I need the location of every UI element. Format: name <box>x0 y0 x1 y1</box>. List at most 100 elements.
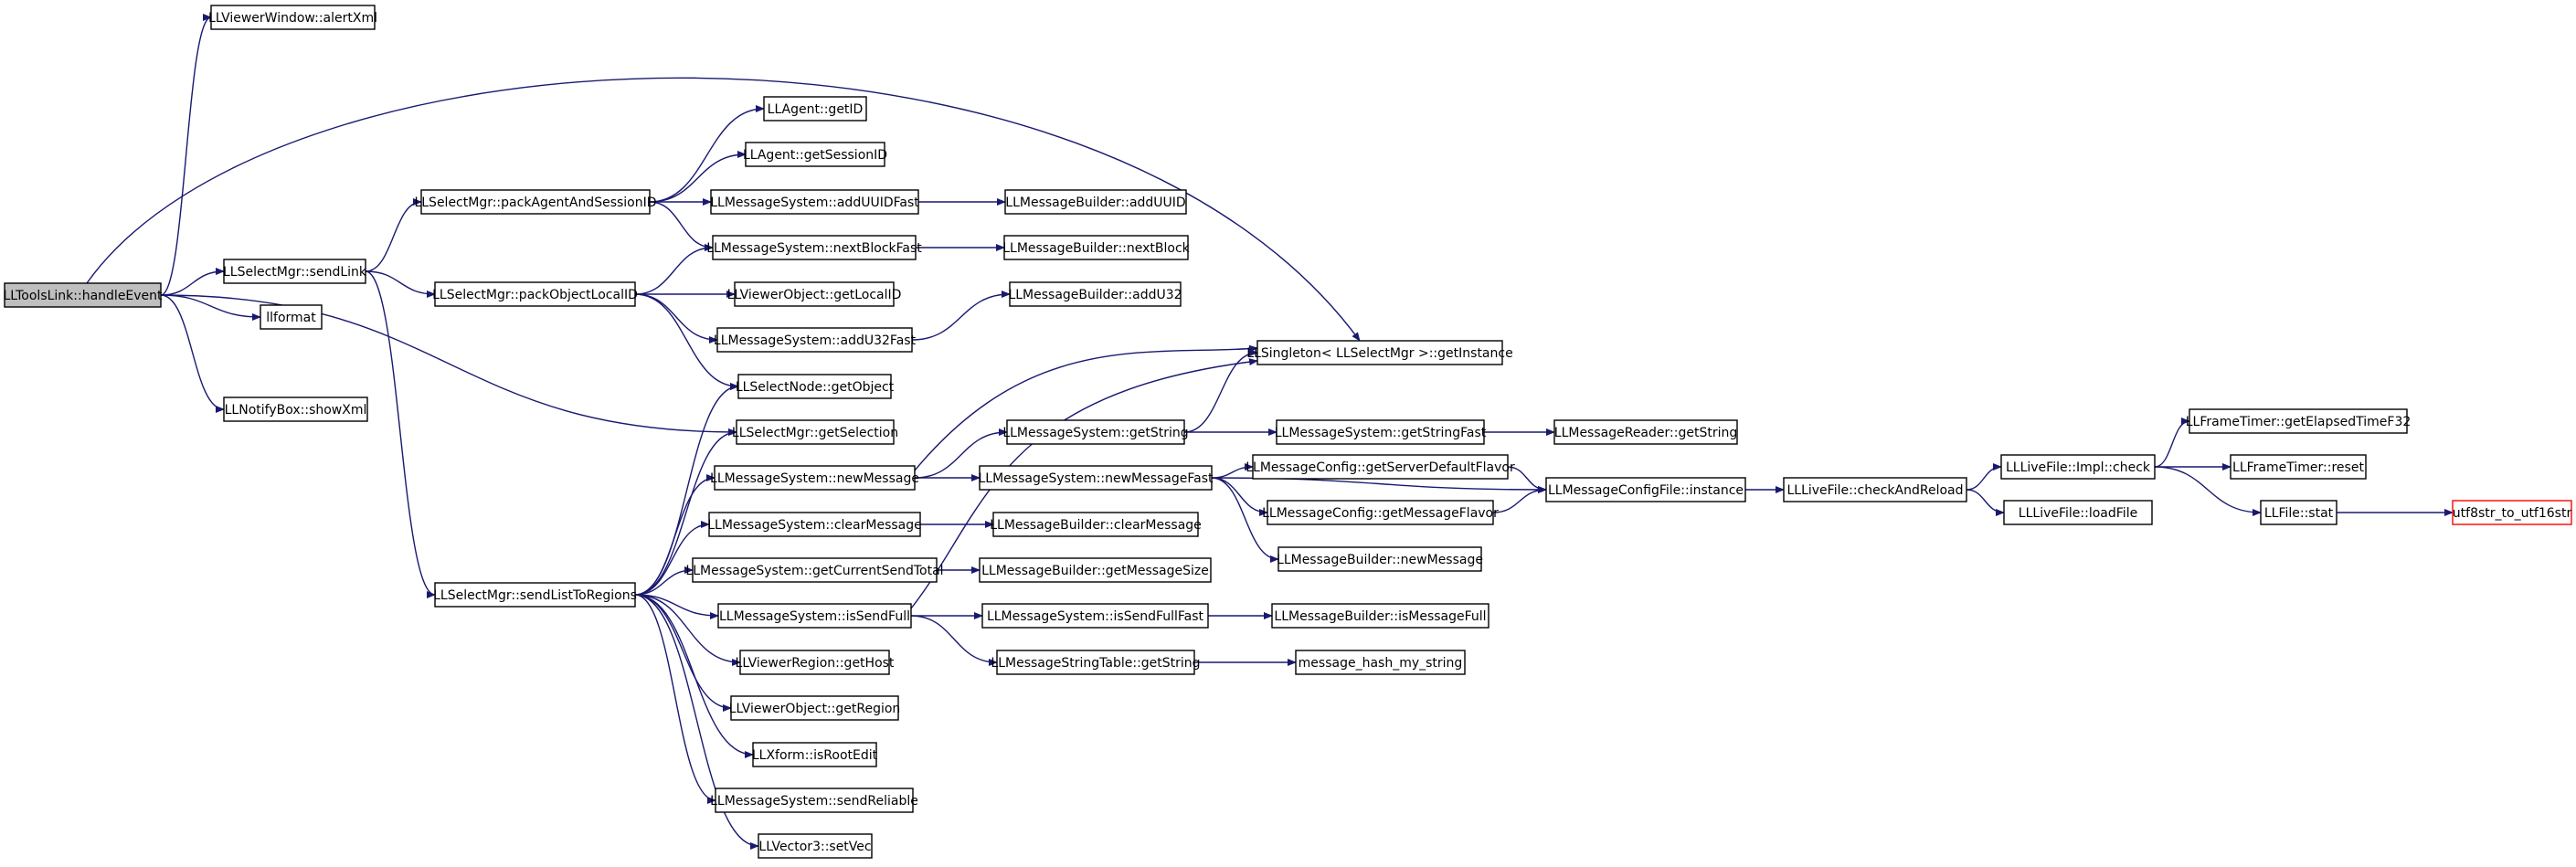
node-lltoolslink-handleevent[interactable]: LLToolsLink::handleEvent <box>3 282 163 308</box>
node-label: LLFile::stat <box>2264 506 2334 521</box>
node-llmessagebuilder-newmessage[interactable]: LLMessageBuilder::newMessage <box>1277 546 1483 572</box>
node-llvector3-setvec[interactable]: LLVector3::setVec <box>758 833 873 859</box>
edge-sendlist-to-getselection <box>634 428 737 596</box>
node-llmessagesystem-clearmessage[interactable]: LLMessageSystem::clearMessage <box>707 512 922 537</box>
node-llmessagesystem-addu32fast[interactable]: LLMessageSystem::addU32Fast <box>714 327 917 353</box>
node-llframetimer-getelapsedtimef32[interactable]: LLFrameTimer::getElapsedTimeF32 <box>2186 408 2412 434</box>
node-llselectmgr-sendlisttoregions[interactable]: LLSelectMgr::sendListToRegions <box>433 582 637 608</box>
node-box <box>708 512 921 537</box>
node-llmessagebuilder-adduuid[interactable]: LLMessageBuilder::addUUID <box>1004 189 1187 215</box>
node-llmessagebuilder-ismessagefull[interactable]: LLMessageBuilder::isMessageFull <box>1271 603 1489 629</box>
node-label: LLMessageSystem::sendReliable <box>710 794 918 809</box>
node-llmessagebuilder-addu32[interactable]: LLMessageBuilder::addU32 <box>1008 281 1182 307</box>
node-llmessagesystem-issendfullfast[interactable]: LLMessageSystem::isSendFullFast <box>981 603 1209 629</box>
node-box <box>1276 419 1485 445</box>
edge-implcheck-to-elapsed <box>2154 418 2190 468</box>
node-llmessagesystem-getcurrentsendtotal[interactable]: LLMessageSystem::getCurrentSendTotal <box>685 557 944 583</box>
edge-sendlink-to-packobj <box>365 270 436 298</box>
node-label: LLMessageSystem::getString <box>1002 426 1188 440</box>
node-label: LLLiveFile::checkAndReload <box>1786 483 1963 498</box>
node-lllivefile-loadfile[interactable]: LLLiveFile::loadFile <box>2003 500 2153 525</box>
node-llxform-isrootedit[interactable]: LLXform::isRootEdit <box>752 742 878 767</box>
node-llselectnode-getobject[interactable]: LLSelectNode::getObject <box>736 374 895 399</box>
node-box <box>1783 477 1967 502</box>
node-llmessagesystem-nextblockfast[interactable]: LLMessageSystem::nextBlockFast <box>706 235 922 260</box>
node-label: LLMessageBuilder::getMessageSize <box>981 564 1209 578</box>
node-message-hash-my-string[interactable]: message_hash_my_string <box>1295 650 1466 675</box>
node-llselectmgr-packagentandsessionid[interactable]: LLSelectMgr::packAgentAndSessionID <box>414 189 657 215</box>
node-llmessagesystem-adduuidfast[interactable]: LLMessageSystem::addUUIDFast <box>710 189 919 215</box>
edge-packobj-to-addu32fast <box>634 293 718 344</box>
edge-root-to-getselection <box>160 294 737 436</box>
edge-sendlist-to-gethost <box>634 594 741 666</box>
node-llmessageconfig-getserverdefaultflavor[interactable]: LLMessageConfig::getServerDefaultFlavor <box>1246 454 1515 480</box>
node-lllivefile-checkandreload[interactable]: LLLiveFile::checkAndReload <box>1783 477 1967 502</box>
node-utf8str-to-utf16str[interactable]: utf8str_to_utf16str <box>2452 500 2572 525</box>
edge-packobj-to-getobject <box>634 293 739 390</box>
node-llagent-getsessionid[interactable]: LLAgent::getSessionID <box>743 142 887 167</box>
node-llmessagereader-getstring[interactable]: LLMessageReader::getString <box>1553 419 1738 445</box>
node-llmessagesystem-issendfull[interactable]: LLMessageSystem::isSendFull <box>717 603 912 629</box>
node-llmessagesystem-newmessage[interactable]: LLMessageSystem::newMessage <box>710 465 919 491</box>
edge-addu32fast-to-mb_addu32 <box>911 291 1011 341</box>
node-box <box>223 259 366 284</box>
node-box <box>1277 546 1482 572</box>
node-llmessagesystem-newmessagefast[interactable]: LLMessageSystem::newMessageFast <box>978 465 1214 491</box>
node-label: LLMessageStringTable::getString <box>991 656 1200 671</box>
node-box <box>992 512 1199 537</box>
node-llformat[interactable]: llformat <box>260 304 323 330</box>
node-box <box>420 189 651 215</box>
node-box <box>1553 419 1738 445</box>
node-llmessagestringtable-getstring[interactable]: LLMessageStringTable::getString <box>991 650 1201 675</box>
node-llmessagebuilder-getmessagesize[interactable]: LLMessageBuilder::getMessageSize <box>979 557 1212 583</box>
node-box <box>4 282 162 308</box>
node-box <box>1003 235 1189 260</box>
node-llagent-getid[interactable]: LLAgent::getID <box>763 96 867 122</box>
function-nodes: LLToolsLink::handleEvent LLViewerWindow::… <box>3 5 2572 859</box>
node-label: LLLiveFile::loadFile <box>2019 506 2137 521</box>
node-llsingleton-llselectmgr-getinstance[interactable]: LLSingleton< LLSelectMgr >::getInstance <box>1246 340 1513 365</box>
edge-getstring-to-singleton <box>1183 349 1258 433</box>
edge-sendlist-to-getregion <box>634 594 732 712</box>
node-label: LLViewerRegion::getHost <box>736 656 895 671</box>
node-box <box>712 235 917 260</box>
node-label: LLSingleton< LLSelectMgr >::getInstance <box>1246 346 1512 361</box>
node-lllivefile-impl-check[interactable]: LLLiveFile::Impl::check <box>2000 454 2156 480</box>
edge-issendfull-to-singleton <box>910 358 1258 609</box>
node-label: LLMessageBuilder::isMessageFull <box>1274 609 1486 624</box>
edge-packobj-to-nextblockfast <box>634 244 714 295</box>
node-llviewerregion-gethost[interactable]: LLViewerRegion::getHost <box>736 650 895 675</box>
node-llframetimer-reset[interactable]: LLFrameTimer::reset <box>2230 454 2367 480</box>
node-label: LLNotifyBox::showXml <box>225 403 367 418</box>
node-label: LLXform::isRootEdit <box>752 748 878 763</box>
node-label: LLViewerObject::getRegion <box>729 702 901 716</box>
node-llselectmgr-sendlink[interactable]: LLSelectMgr::sendLink <box>223 259 367 284</box>
edge-sendlink-to-packagent <box>365 198 422 272</box>
node-box <box>714 465 916 491</box>
node-llmessagebuilder-nextblock[interactable]: LLMessageBuilder::nextBlock <box>1002 235 1191 260</box>
node-llfile-stat[interactable]: LLFile::stat <box>2260 500 2337 525</box>
node-llmessagebuilder-clearmessage[interactable]: LLMessageBuilder::clearMessage <box>990 512 1202 537</box>
node-llmessagesystem-getstring[interactable]: LLMessageSystem::getString <box>1002 419 1189 445</box>
node-label: LLMessageBuilder::newMessage <box>1277 553 1483 567</box>
edge-sendlink-to-sendlist <box>365 270 436 598</box>
node-llviewerwindow-alertxml[interactable]: LLViewerWindow::alertXml <box>208 5 377 30</box>
edge-root-to-showxml <box>160 294 225 413</box>
node-label: LLLiveFile::Impl::check <box>2006 460 2151 475</box>
node-llmessagesystem-sendreliable[interactable]: LLMessageSystem::sendReliable <box>710 788 918 813</box>
node-box <box>2230 454 2367 480</box>
node-llviewerobject-getlocalid[interactable]: LLViewerObject::getLocalID <box>727 281 902 307</box>
node-box <box>1267 500 1494 525</box>
node-box <box>1545 477 1746 502</box>
node-label: llformat <box>266 311 316 325</box>
node-llselectmgr-getselection[interactable]: LLSelectMgr::getSelection <box>732 419 898 445</box>
node-llmessagesystem-getstringfast[interactable]: LLMessageSystem::getStringFast <box>1275 419 1487 445</box>
node-llnotifybox-showxml[interactable]: LLNotifyBox::showXml <box>223 396 368 422</box>
node-llmessageconfigfile-instance[interactable]: LLMessageConfigFile::instance <box>1545 477 1746 502</box>
node-llselectmgr-packobjectlocalid[interactable]: LLSelectMgr::packObjectLocalID <box>432 281 638 307</box>
node-llmessageconfig-getmessageflavor[interactable]: LLMessageConfig::getMessageFlavor <box>1262 500 1499 525</box>
node-label: LLMessageSystem::addUUIDFast <box>710 196 919 210</box>
node-box <box>758 833 873 859</box>
node-llviewerobject-getregion[interactable]: LLViewerObject::getRegion <box>729 695 901 721</box>
